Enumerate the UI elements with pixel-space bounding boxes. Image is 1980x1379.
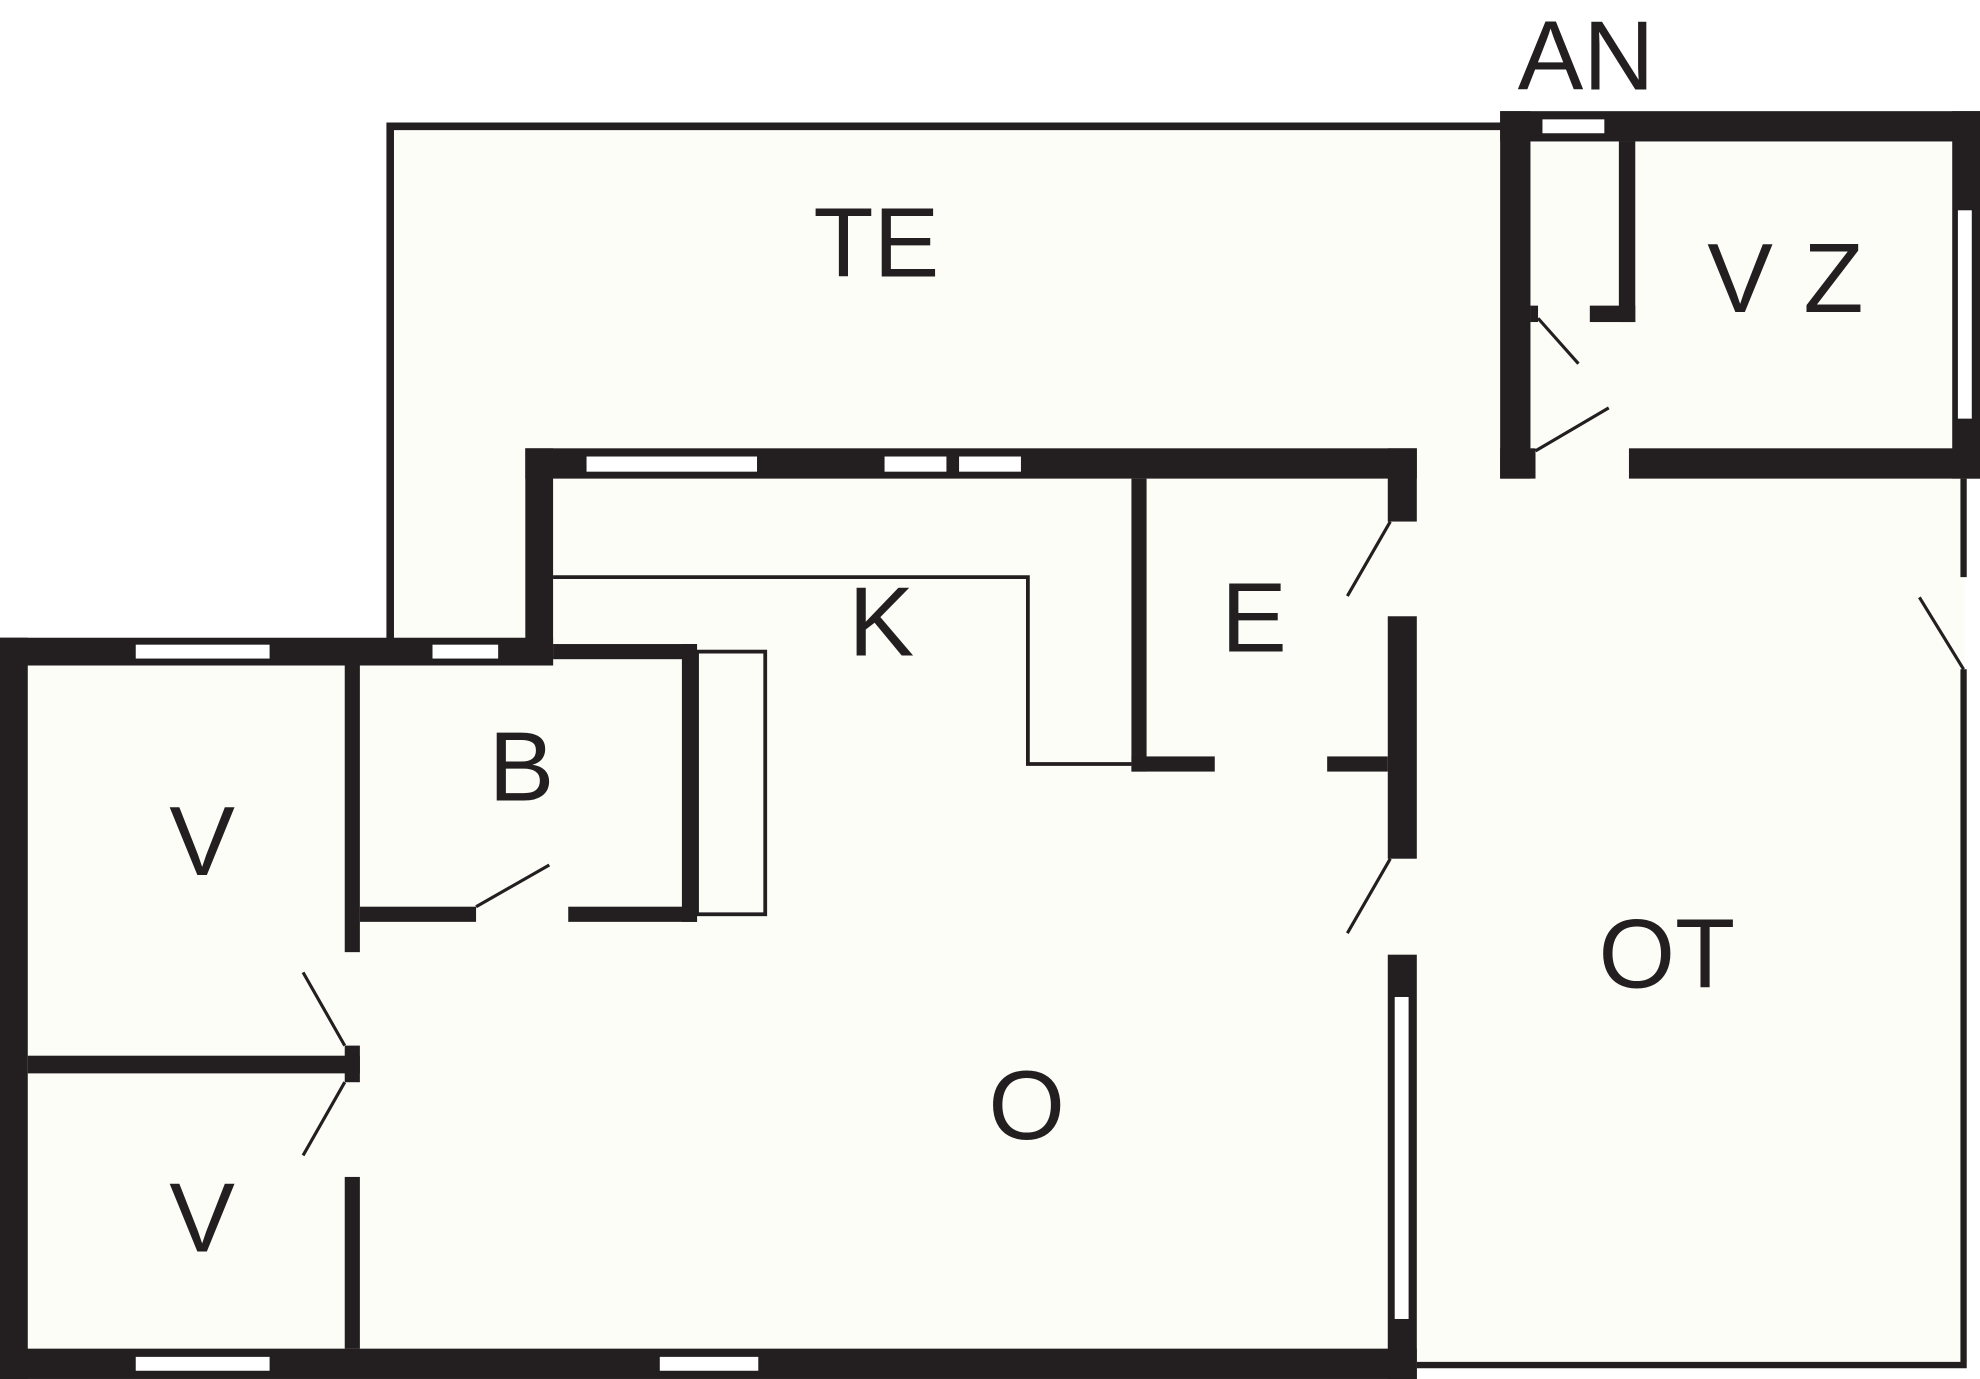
room-label-o: O bbox=[988, 1050, 1065, 1160]
door-swings bbox=[301, 317, 1965, 1157]
room-label-v-annex: V bbox=[1707, 223, 1773, 333]
room-label-b: B bbox=[489, 712, 555, 822]
room-label-z-annex: Z bbox=[1803, 223, 1863, 333]
room-label-v-bottom: V bbox=[169, 1162, 235, 1272]
room-label-an: AN bbox=[1518, 1, 1655, 111]
room-label-k: K bbox=[849, 566, 915, 676]
windows bbox=[134, 118, 1974, 1373]
floors bbox=[0, 111, 1980, 1379]
room-label-te: TE bbox=[813, 188, 939, 298]
kitchen-counter bbox=[553, 575, 1132, 766]
outdoor-outline bbox=[1416, 478, 1967, 1369]
room-label-e: E bbox=[1221, 563, 1287, 673]
terrace-outline bbox=[386, 122, 1503, 641]
room-label-v-top: V bbox=[169, 786, 235, 896]
room-label-ot: OT bbox=[1598, 899, 1735, 1009]
sauna-bench bbox=[695, 649, 768, 917]
